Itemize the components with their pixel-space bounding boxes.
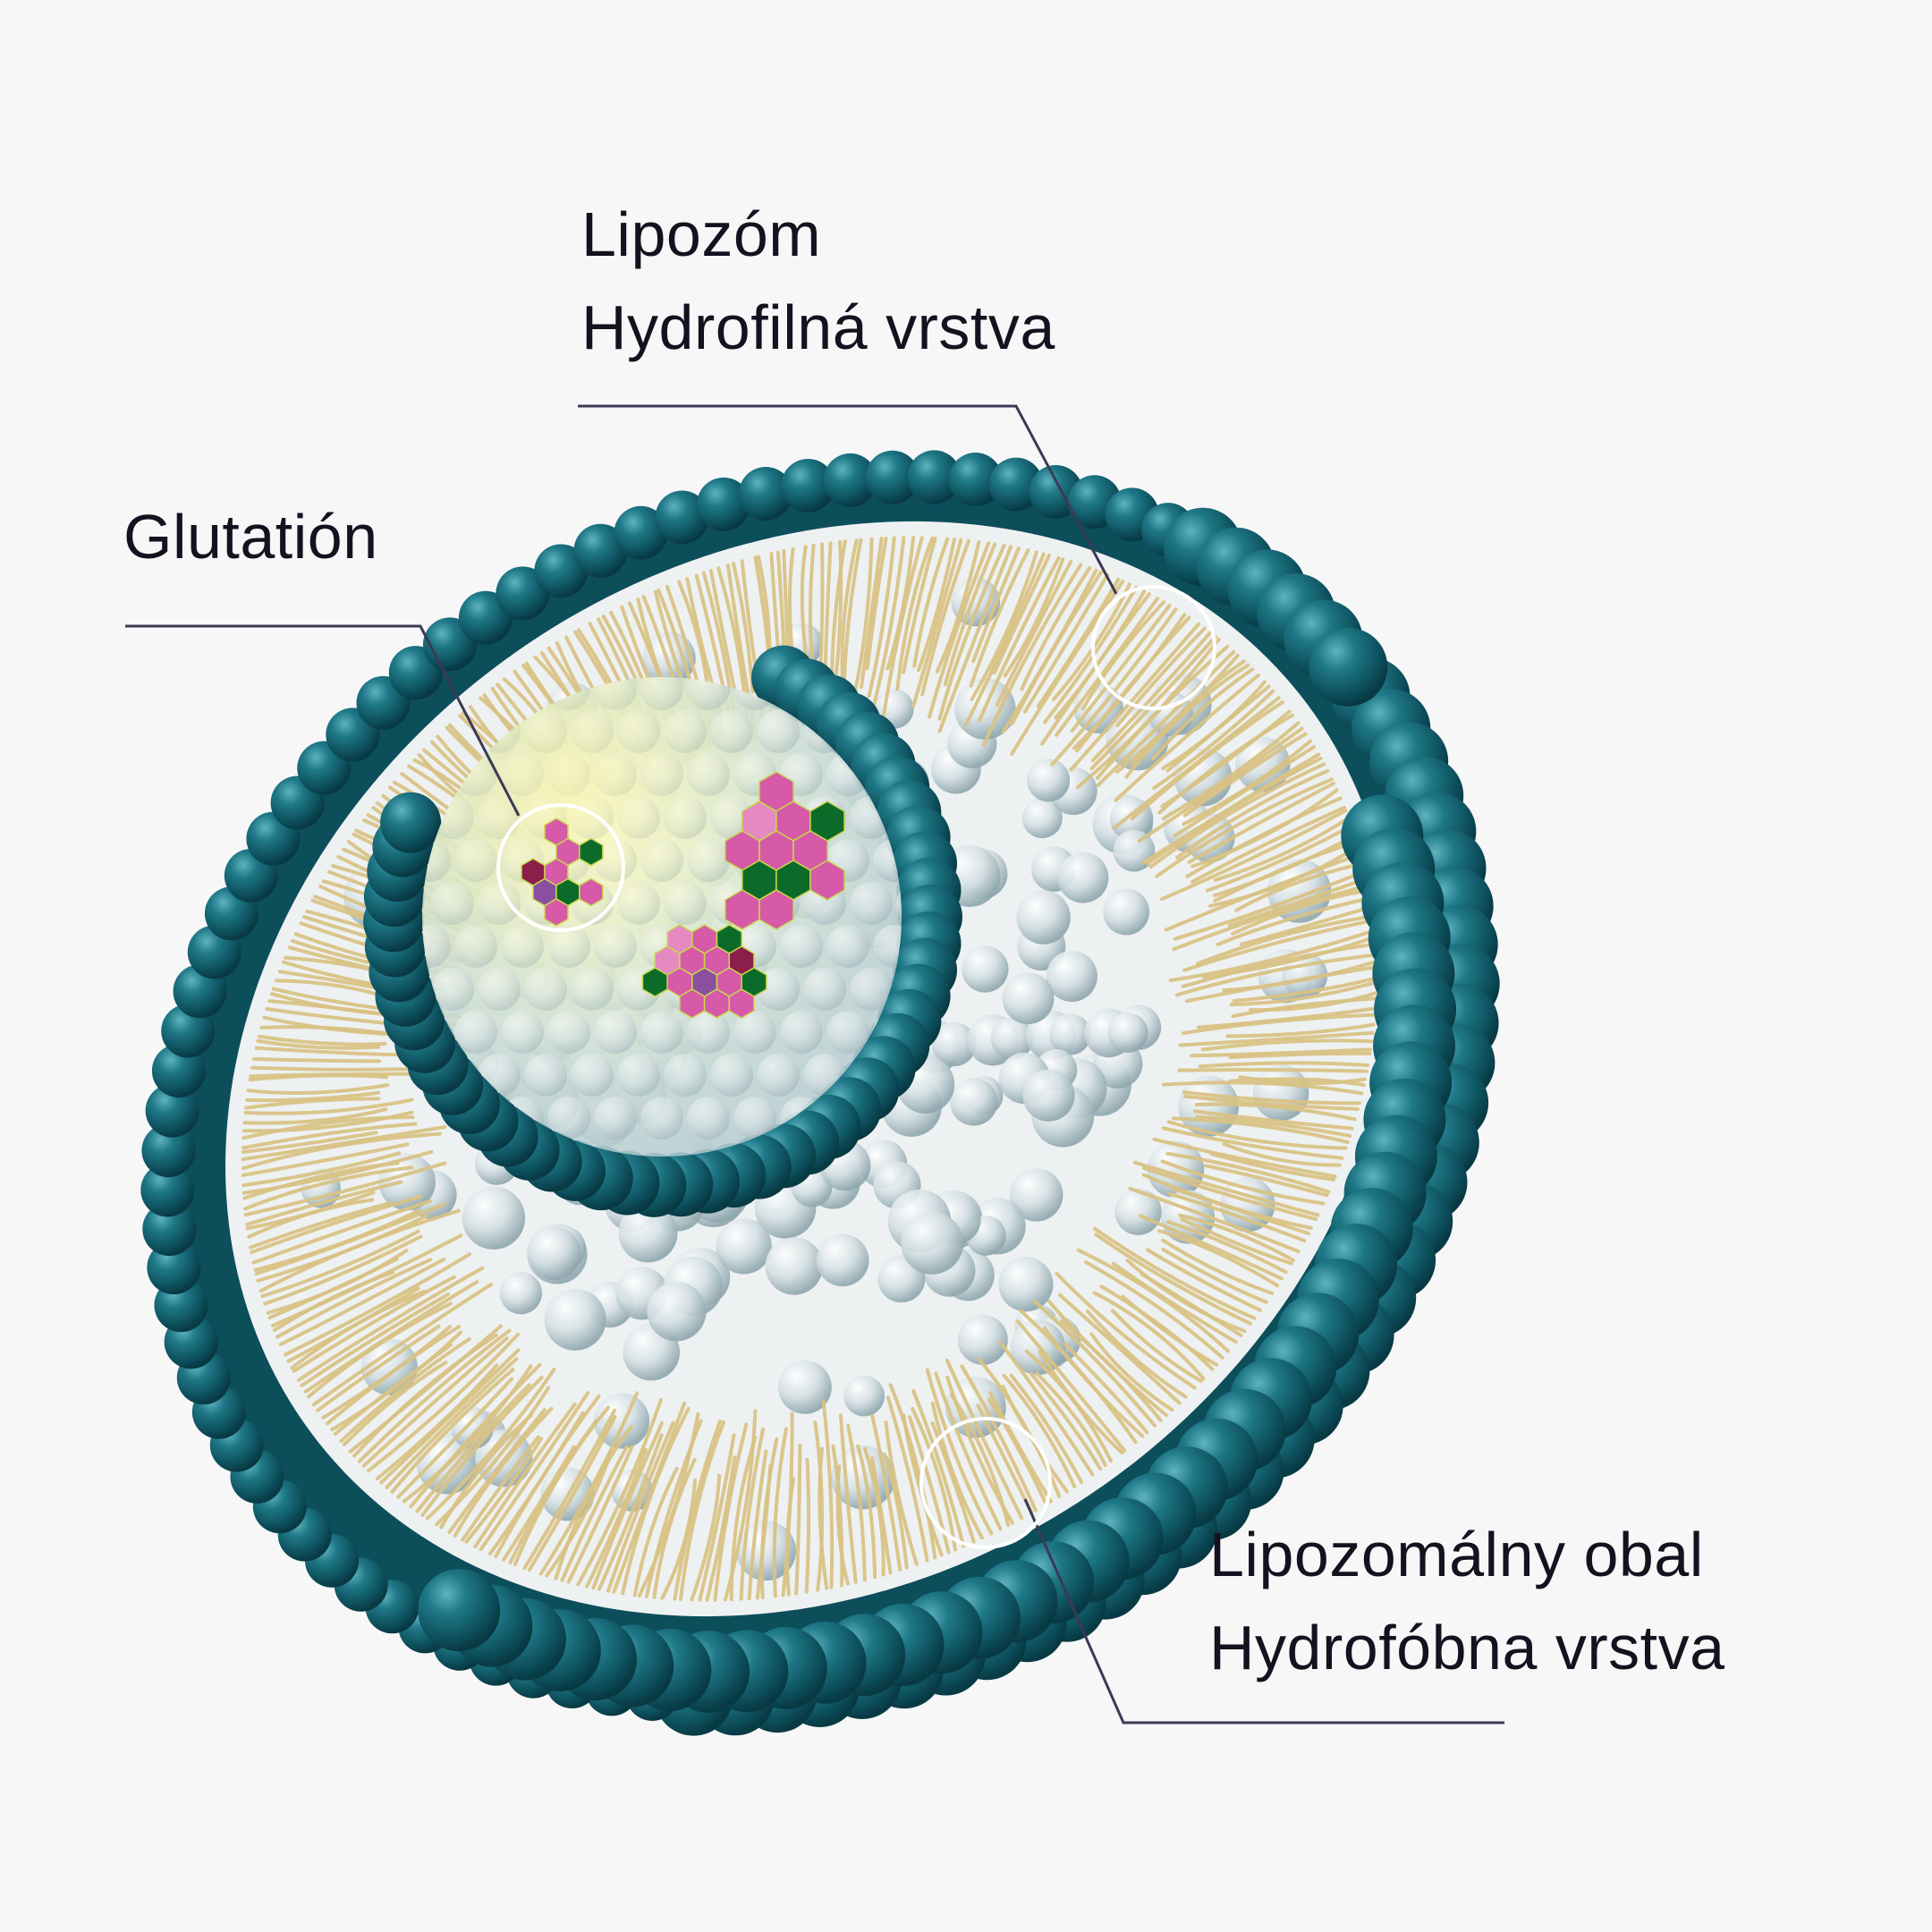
inner-phospholipid-heads (363, 645, 962, 1217)
glutathione-molecules (521, 771, 845, 1019)
outer-phospholipid-heads (140, 450, 1500, 1736)
glutathione-label: Glutatión (123, 490, 378, 583)
shell-label: Lipozomálny obal Hydrofóbna vrstva (1209, 1508, 1725, 1694)
glutathione-title: Glutatión (123, 502, 378, 572)
callout-liposome (578, 404, 1216, 710)
liposome-label: Lipozóm Hydrofilná vrstva (581, 188, 1055, 374)
liposome-body (140, 450, 1500, 1736)
liposome-title: Lipozóm (581, 199, 822, 269)
liposomal-shell-title: Lipozomálny obal (1209, 1520, 1704, 1589)
hydrophobic-layer-label: Hydrofóbna vrstva (1209, 1613, 1725, 1682)
callout-shell (919, 1417, 1504, 1724)
callout-glutathione (125, 624, 625, 932)
hydrophilic-layer-label: Hydrofilná vrstva (581, 292, 1055, 362)
